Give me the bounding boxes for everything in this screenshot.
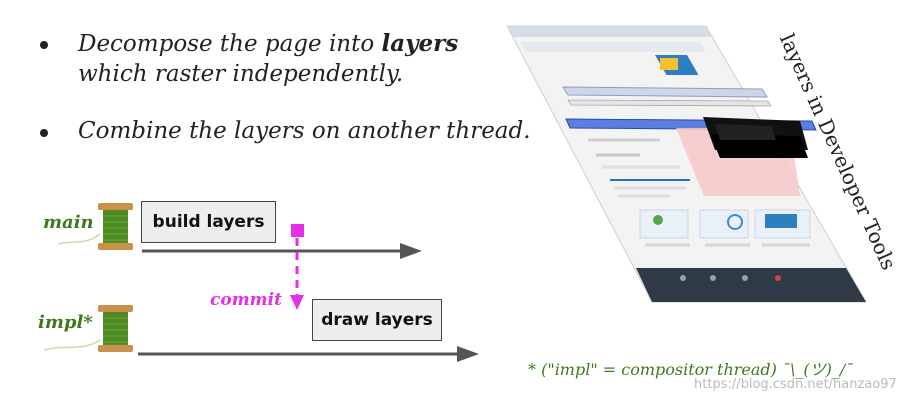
bullet-combine-text: Combine the layers on another thread. — [78, 118, 531, 144]
draw-layers-box: draw layers — [312, 299, 442, 341]
main-thread-label: main — [43, 212, 94, 233]
bullet-dot — [40, 129, 48, 137]
bullet-layers-keyword: layers — [381, 30, 459, 57]
watermark: https://blog.csdn.net/hanzao97 — [694, 377, 897, 392]
bullet-layers-text: Decompose the page into layers — [78, 28, 458, 60]
impl-spool-icon — [43, 305, 133, 352]
commit-label: commit — [210, 290, 282, 310]
commit-start-marker — [291, 224, 304, 237]
commit-arrowhead — [290, 295, 304, 310]
main-spool-icon — [57, 203, 133, 250]
devtools-layers-screenshot — [506, 25, 867, 303]
compositor-footnote: * ("impl" = compositor thread) ¯\_(ツ)_/¯ — [528, 360, 854, 379]
bullet-dot — [40, 41, 48, 49]
build-layers-box: build layers — [141, 201, 276, 243]
main-arrowhead — [400, 243, 422, 259]
impl-thread-label: impl* — [38, 312, 93, 333]
bullet-layers-line2: which raster independently. — [78, 61, 404, 87]
impl-arrowhead — [457, 346, 479, 362]
bullet-layers-prefix: Decompose the page into — [78, 31, 382, 57]
